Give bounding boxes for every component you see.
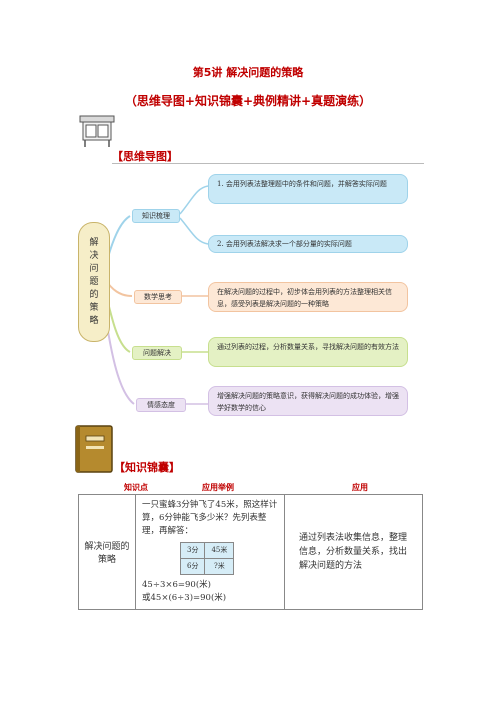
table-row: 3分 45米 [179, 542, 235, 559]
formula-1: 45÷3×6=90(米) [142, 580, 211, 590]
application-text: 通过列表法收集信息，整理信息，分析数量关系，找出解决问题的方法 [299, 533, 408, 571]
solving-item: 通过列表的过程，分析数量关系，寻找解决问题的有效方法 [208, 337, 408, 367]
table-cell: 6分 [179, 558, 206, 575]
branch-label-thinking: 数学思考 [134, 290, 182, 304]
column-header-point: 知识点 [124, 483, 148, 492]
mindmap-heading: 【思维导图】 [112, 150, 178, 163]
column-header-example: 应用举例 [202, 483, 234, 492]
example-text: 一只蜜蜂3分钟飞了45米，照这样计算，6分钟能飞多少米？先列表整理，再解答： [142, 500, 278, 536]
table-row: 6分 ?米 [179, 558, 235, 575]
knowledge-heading: 【知识锦囊】 [114, 461, 180, 474]
table-cell: 3分 [179, 542, 206, 559]
example-list-table: 3分 45米 6分 ?米 [179, 542, 235, 575]
branch-label-attitude: 情感态度 [136, 398, 186, 412]
mindmap-root-label: 解决问题的策略 [89, 237, 99, 326]
application-cell: 通过列表法收集信息，整理信息，分析数量关系，找出解决问题的方法 [284, 494, 423, 610]
column-header-application: 应用 [352, 483, 368, 492]
attitude-item: 增强解决问题的策略意识，获得解决问题的成功体验，增强学好数学的信心 [208, 386, 408, 416]
page-title: 第5讲 解决问题的策略 [192, 66, 304, 79]
table-cell: ?米 [204, 558, 235, 575]
knowledge-item-2: 2. 会用列表法解决求一个部分量的实际问题 [208, 235, 408, 253]
page-subtitle: （思维导图+知识锦囊+典例精讲+真题演练） [124, 94, 372, 108]
thinking-item: 在解决问题的过程中，初步体会用列表的方法整理相关信息，感受列表是解决问题的一种策… [208, 282, 408, 312]
table-cell: 45米 [204, 542, 235, 559]
formula-2: 或45×(6÷3)=90(米) [142, 593, 227, 603]
knowledge-point: 解决问题的策略 [84, 542, 130, 565]
branch-label-knowledge: 知识梳理 [132, 209, 180, 223]
knowledge-point-cell: 解决问题的策略 [78, 494, 136, 610]
example-cell: 一只蜜蜂3分钟飞了45米，照这样计算，6分钟能飞多少米？先列表整理，再解答： 3… [135, 494, 285, 610]
mindmap-root: 解决问题的策略 [78, 222, 110, 342]
knowledge-item-1: 1. 会用列表法整理题中的条件和问题，并解答实际问题 [208, 174, 408, 204]
divider-line [112, 163, 424, 164]
branch-label-solving: 问题解决 [132, 346, 182, 360]
knowledge-table: 解决问题的策略 一只蜜蜂3分钟飞了45米，照这样计算，6分钟能飞多少米？先列表整… [78, 494, 423, 610]
book-icon [72, 424, 116, 474]
table-row: 解决问题的策略 一只蜜蜂3分钟飞了45米，照这样计算，6分钟能飞多少米？先列表整… [78, 494, 423, 610]
cabinet-icon [78, 114, 116, 148]
